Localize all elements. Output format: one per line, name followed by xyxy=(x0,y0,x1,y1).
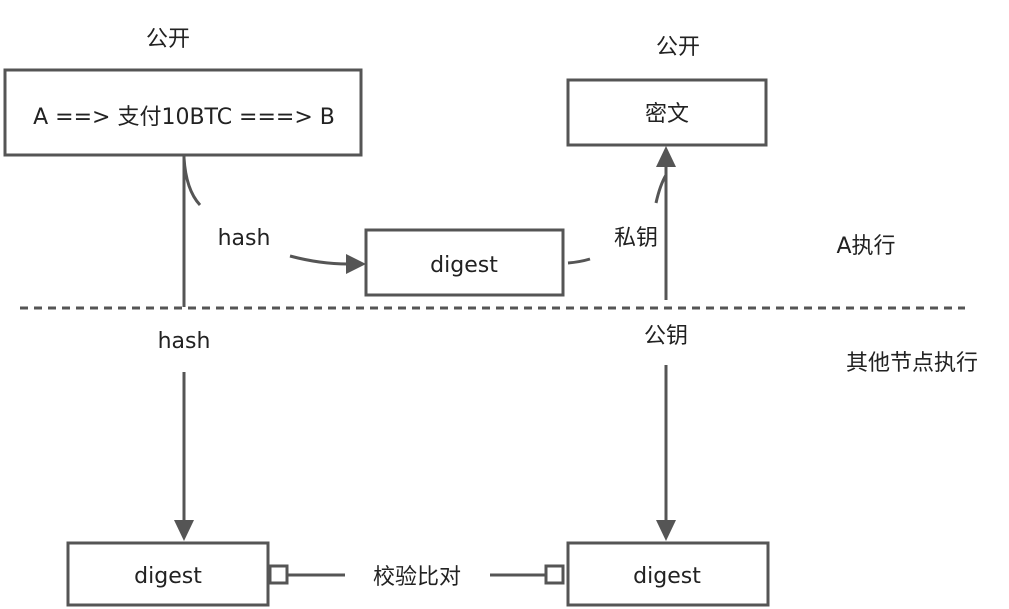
ciphertext-text: 密文 xyxy=(645,102,689,127)
digest-text-middle: digest xyxy=(430,253,498,278)
private-key-curve-end xyxy=(654,174,668,204)
ciphertext-box xyxy=(566,78,768,147)
arrow-head-icon xyxy=(656,146,676,167)
hash-label-bottom: hash xyxy=(158,329,211,354)
hash-label-top: hash xyxy=(218,226,271,251)
a-executes-label: A执行 xyxy=(836,234,895,259)
public-key-label: 公钥 xyxy=(644,324,688,349)
arrow-head-icon xyxy=(346,254,366,274)
public-label-left: 公开 xyxy=(146,27,190,52)
connector-square-icon xyxy=(268,564,289,585)
arrow-head-icon xyxy=(656,520,676,541)
public-label-right: 公开 xyxy=(656,35,700,60)
digest-text-right: digest xyxy=(633,564,701,589)
verify-compare-label: 校验比对 xyxy=(373,565,461,590)
transaction-box xyxy=(3,68,363,157)
hash-curve-start xyxy=(182,157,202,207)
other-nodes-execute-label: 其他节点执行 xyxy=(846,351,978,376)
digest-text-left: digest xyxy=(134,564,202,589)
private-key-curve-start xyxy=(567,257,591,265)
digest-box-right xyxy=(566,541,770,607)
private-key-label: 私钥 xyxy=(614,226,658,251)
arrow-head-icon xyxy=(174,520,194,541)
connector-square-icon xyxy=(544,564,565,585)
hash-curve-end xyxy=(289,254,349,266)
digest-box-middle xyxy=(364,228,565,297)
transaction-text: A ==> 支付10BTC ===> B xyxy=(33,105,335,130)
digest-box-left xyxy=(66,541,270,607)
